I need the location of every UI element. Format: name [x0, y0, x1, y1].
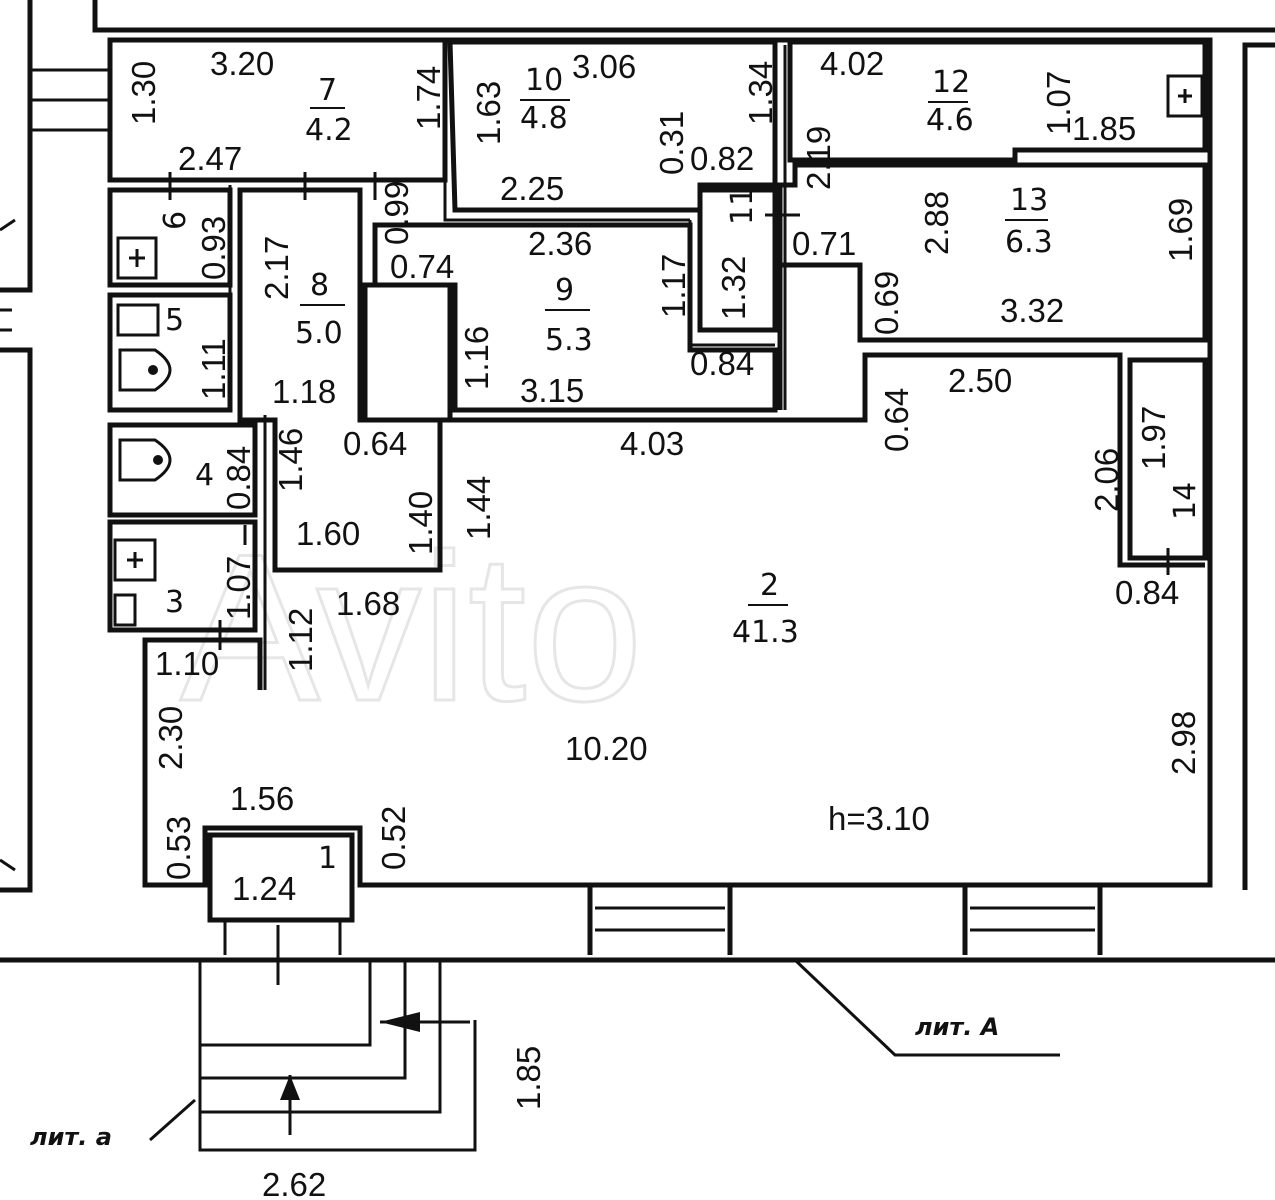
room-6 — [107, 187, 233, 288]
dimension-label: 1.16 — [458, 326, 495, 390]
dimension-label: 0.64 — [878, 388, 915, 452]
building-context-walls — [0, 0, 1275, 963]
dimension-label: 2.17 — [258, 236, 295, 300]
room-area: 5.0 — [295, 316, 343, 351]
dimension-label: 0.84 — [1115, 574, 1179, 611]
dimension-label: 1.97 — [1135, 406, 1172, 470]
dimension-label: 2.50 — [948, 362, 1012, 399]
dimension-label: 1.07 — [1040, 71, 1077, 135]
dimension-label: 0.71 — [792, 225, 856, 262]
dimension-label: 1.85 — [510, 1046, 547, 1110]
dimension-label: 1.30 — [125, 61, 162, 125]
room-5 — [107, 292, 233, 413]
room-10 — [443, 39, 778, 222]
room-2 — [445, 265, 1205, 568]
window-bottom-2 — [962, 885, 1103, 955]
label-lit-a: лит. А — [915, 1013, 999, 1041]
room-number: 11 — [725, 187, 760, 225]
dimension-label: 1.74 — [410, 66, 447, 130]
room-area: 4.2 — [305, 113, 353, 148]
dimension-label: 0.31 — [653, 111, 690, 175]
dimension-label: 10.20 — [565, 730, 648, 767]
dimension-label: 1.69 — [1162, 198, 1199, 262]
room-number: 13 — [1010, 183, 1048, 218]
dimension-label: 2.19 — [800, 126, 837, 190]
room-area: 41.3 — [732, 615, 799, 650]
dimension-label: 1.32 — [715, 256, 752, 320]
dimension-label: 0.82 — [690, 140, 754, 177]
dimension-label: 1.40 — [402, 491, 439, 555]
dimension-label: 2.30 — [152, 706, 189, 770]
dimension-label: 0.99 — [378, 181, 415, 245]
room-number: 8 — [310, 268, 329, 303]
dimension-label: 2.88 — [918, 191, 955, 255]
dimension-label: 1.34 — [742, 61, 779, 125]
dimension-label: 1.44 — [460, 476, 497, 540]
dimension-label: 1.24 — [232, 870, 296, 907]
dimension-label: 1.56 — [230, 780, 294, 817]
dimension-label: 4.02 — [820, 45, 884, 82]
room-number: 9 — [555, 273, 574, 308]
dimension-label: 1.63 — [470, 81, 507, 145]
dimension-label: 2.25 — [500, 170, 564, 207]
room-13 — [777, 45, 1208, 410]
room-number: 5 — [165, 303, 184, 338]
room-4 — [107, 422, 258, 518]
room-number: 14 — [1168, 482, 1203, 520]
room-number: 1 — [318, 841, 337, 876]
dimension-label: 0.84 — [220, 446, 257, 510]
dimension-label: 1.17 — [655, 254, 692, 318]
dimension-label: 1.60 — [296, 515, 360, 552]
dimension-label: 2.06 — [1088, 448, 1125, 512]
room-1 — [207, 832, 355, 955]
ceiling-height-label: h=3.10 — [828, 800, 930, 837]
dimension-label: 1.68 — [336, 585, 400, 622]
dimension-label: 2.47 — [178, 140, 242, 177]
room-number: 2 — [760, 568, 779, 603]
room-number: 12 — [932, 65, 970, 100]
room-3 — [107, 519, 258, 633]
room-area: 4.8 — [520, 101, 568, 136]
room-labels: 7 4.2 10 4.8 12 4.6 13 6.3 11 8 5.0 9 5.… — [158, 63, 1203, 876]
room-area: 5.3 — [545, 323, 593, 358]
dimension-label: 4.03 — [620, 425, 684, 462]
dimension-label: 0.69 — [868, 271, 905, 335]
room-number: 3 — [165, 585, 184, 620]
dimension-label: 0.64 — [343, 425, 407, 462]
dimension-label: 0.93 — [195, 216, 232, 280]
dimension-labels: 3.20 1.30 1.74 2.47 1.63 3.06 1.34 0.31 … — [125, 45, 1202, 1200]
label-leaders — [149, 958, 1060, 1142]
room-number: 10 — [525, 63, 563, 98]
dimension-label: 3.32 — [1000, 292, 1064, 329]
entrance-stairs — [198, 925, 477, 1152]
dimension-label: 1.46 — [272, 428, 309, 492]
dimension-label: 1.10 — [155, 645, 219, 682]
room-14 — [1127, 357, 1208, 561]
dimension-label: 0.74 — [390, 248, 454, 285]
room-area: 6.3 — [1005, 225, 1053, 260]
room-area: 4.6 — [926, 103, 974, 138]
room-12 — [787, 39, 1208, 163]
dimension-label: 1.11 — [195, 338, 232, 400]
dimension-label: 3.20 — [210, 45, 274, 82]
dimension-label: 1.12 — [282, 608, 319, 672]
dimension-label: 2.62 — [262, 1166, 326, 1200]
label-lit-b: лит. а — [30, 1123, 112, 1151]
dimension-label: 0.53 — [160, 816, 197, 880]
dimension-label: 1.07 — [220, 556, 257, 620]
dimension-label: 0.84 — [690, 345, 754, 382]
dimension-label: 1.85 — [1072, 110, 1136, 147]
dimension-label: 0.52 — [375, 806, 412, 870]
room-number: 6 — [158, 211, 193, 230]
dimension-label: 2.98 — [1165, 711, 1202, 775]
tick-marks — [168, 172, 1170, 650]
dimension-label: 2.36 — [528, 225, 592, 262]
room-number: 4 — [195, 458, 214, 493]
dimension-label: 3.15 — [520, 372, 584, 409]
room-number: 7 — [318, 73, 337, 108]
window-bottom-1 — [587, 885, 733, 955]
dimension-label: 1.18 — [272, 373, 336, 410]
dimension-label: 3.06 — [572, 48, 636, 85]
